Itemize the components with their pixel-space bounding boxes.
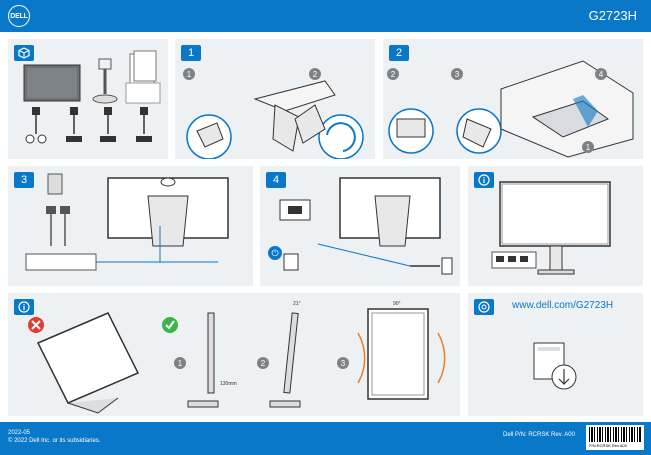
power-connect-illustration [279, 177, 453, 275]
stand-attach-illustration [186, 80, 364, 159]
power-icon: ⏻ [268, 246, 282, 260]
info-ports-panel [468, 166, 643, 286]
model-name: G2723H [588, 8, 637, 23]
footer-bar: 2022-05 © 2022 Dell Inc. or its subsidia… [0, 422, 651, 455]
barcode-lines [589, 427, 641, 442]
monitor-attach-illustration [388, 60, 634, 158]
step-2-badge: 2 [389, 45, 409, 61]
info-icon-2 [14, 299, 34, 315]
footer-date: 2022-05 © 2022 Dell Inc. or its subsidia… [8, 429, 100, 445]
monitor-ports-illustration [491, 181, 611, 275]
website-link[interactable]: www.dell.com/G2723H [512, 300, 614, 311]
download-icon [533, 342, 577, 390]
adjustment-panel: 1 2 3 21° 90° 130mm [8, 293, 460, 416]
barcode: P/N:RCRSK Rev.A00 [586, 425, 644, 450]
step-3-badge: 3 [14, 172, 34, 188]
website-panel [468, 293, 643, 416]
step-2-panel: 2 2 3 4 1 [383, 39, 643, 159]
step-4-panel: 4 ⏻ [260, 166, 460, 286]
box-contents-illustration [23, 50, 161, 144]
cable-connect-illustration [25, 173, 229, 271]
globe-icon [474, 299, 494, 315]
release-date: 2022-05 [8, 430, 31, 436]
barcode-text: P/N:RCRSK Rev.A00 [589, 443, 627, 448]
step-4-badge: 4 [266, 172, 286, 188]
info-icon [474, 172, 494, 188]
part-number: Dell P/N: RCRSK Rev. A00 [503, 432, 575, 438]
box-icon [14, 45, 34, 61]
copyright-text: © 2022 Dell Inc. or its subsidiaries. [8, 438, 101, 444]
step-1-badge: 1 [181, 45, 201, 61]
header-bar: DELL G2723H [0, 0, 651, 32]
step-3-panel: 3 [8, 166, 253, 286]
dell-logo: DELL [8, 5, 30, 27]
box-contents-panel [8, 39, 168, 159]
step-1-panel: 1 1 2 [175, 39, 375, 159]
adjustment-illustration [28, 308, 446, 414]
